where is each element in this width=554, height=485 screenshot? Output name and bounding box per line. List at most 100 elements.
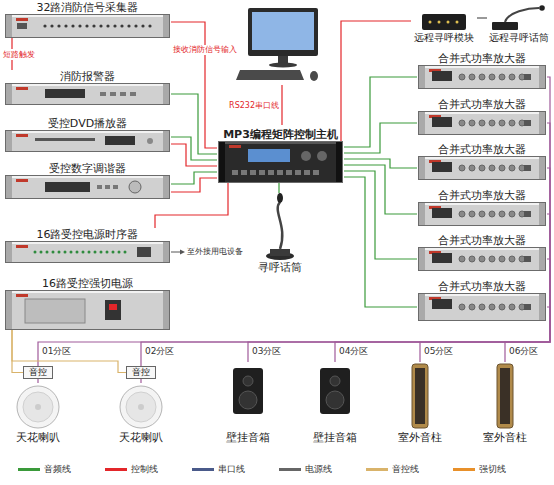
device-detail	[120, 24, 123, 27]
device-detail	[45, 89, 85, 98]
device-detail	[147, 138, 153, 144]
device-detail	[97, 185, 102, 189]
connector-line	[140, 379, 141, 383]
node-label: 天花喇叭	[5, 431, 71, 444]
device-detail	[317, 151, 327, 161]
illustration-box	[411, 10, 477, 32]
serial-wire	[281, 85, 282, 125]
device-body	[419, 203, 546, 226]
device-detail	[259, 170, 265, 175]
seq-node: 16路受控电源时序器	[4, 228, 171, 263]
connector	[171, 94, 217, 154]
speaker-tweeter	[243, 376, 253, 386]
monitor-base	[269, 63, 297, 68]
mic-base	[492, 22, 518, 30]
device-detail	[432, 117, 452, 127]
device-detail	[163, 176, 169, 198]
col-illustration	[475, 362, 535, 431]
device-detail	[539, 203, 545, 225]
device-detail	[248, 149, 290, 162]
device-detail	[6, 176, 12, 198]
legend-swatch	[279, 468, 301, 471]
connector	[335, 214, 550, 362]
legend-entry: 音控线	[366, 463, 419, 475]
device-detail	[35, 138, 95, 141]
node-label: 消防报警器	[4, 70, 171, 83]
device-detail	[6, 291, 169, 293]
amp-node: 合并式功率放大器	[417, 280, 547, 321]
device-detail	[130, 92, 136, 96]
legend-label: 音频线	[44, 464, 71, 474]
speaker-cap	[35, 404, 41, 410]
rack-device	[417, 111, 547, 135]
speaker-cap	[138, 404, 144, 410]
device-detail	[419, 203, 425, 225]
keyboard	[236, 70, 304, 80]
connector	[344, 171, 417, 259]
device-detail	[489, 211, 495, 217]
mic-node: 寻呼话筒	[247, 193, 313, 274]
device-detail	[100, 92, 106, 96]
legend-swatch	[366, 468, 388, 471]
device-detail	[250, 170, 256, 175]
device-detail	[71, 24, 74, 27]
connector	[344, 159, 417, 168]
ceil-illustration	[109, 383, 173, 431]
device-detail	[232, 170, 238, 175]
rack-device	[417, 202, 547, 226]
device-detail	[432, 162, 452, 172]
dvd-panel	[5, 130, 170, 152]
device-detail	[459, 304, 465, 310]
free-label: 至外接用电设备	[187, 247, 243, 258]
collector-panel	[5, 14, 170, 38]
node-label: 远程寻呼模块	[411, 32, 477, 44]
device-detail	[489, 304, 495, 310]
device-body	[219, 142, 343, 183]
connector-line	[171, 178, 217, 192]
node-label: 寻呼话筒	[247, 261, 313, 274]
rack-device	[417, 293, 547, 321]
device-detail	[301, 151, 311, 161]
connector	[344, 177, 417, 307]
device-detail	[25, 299, 85, 323]
device-detail	[113, 185, 118, 189]
device-detail	[499, 74, 505, 80]
amp-panel	[418, 202, 546, 226]
device-detail	[479, 74, 485, 80]
device-detail	[509, 256, 515, 262]
amp-panel	[418, 247, 546, 271]
illustration-box	[247, 193, 313, 261]
device-detail	[419, 203, 545, 205]
legend-swatch	[453, 468, 475, 471]
illustration-box	[487, 4, 551, 32]
node-label: 合并式功率放大器	[417, 98, 547, 111]
device-detail	[241, 170, 247, 175]
legend-label: 音控线	[392, 464, 419, 474]
rack-device	[417, 65, 547, 89]
device-detail	[76, 251, 79, 254]
connector	[12, 330, 23, 373]
ceil-node: 天花喇叭	[5, 383, 71, 444]
output-arrow	[171, 252, 181, 253]
legend-label: 强切线	[479, 464, 506, 474]
illustration-box	[217, 362, 279, 431]
edge-label: 短路触发	[2, 49, 36, 60]
device-detail	[419, 248, 425, 270]
device-detail	[459, 120, 465, 126]
device-detail	[539, 112, 545, 134]
device-detail	[539, 248, 545, 270]
device-detail	[539, 294, 545, 320]
device-detail	[6, 84, 169, 86]
speaker-cabinet	[233, 368, 263, 414]
device-detail	[94, 251, 97, 254]
device-detail	[141, 24, 144, 27]
connector-line	[12, 330, 23, 373]
device-detail	[16, 294, 28, 297]
legend-swatch	[18, 468, 40, 471]
legend-label: 电源线	[305, 464, 332, 474]
device-detail	[479, 120, 485, 126]
node-label: 32路消防信号采集器	[4, 1, 171, 14]
device-detail	[6, 131, 169, 133]
device-detail	[112, 251, 115, 254]
ceil-illustration	[6, 383, 70, 431]
